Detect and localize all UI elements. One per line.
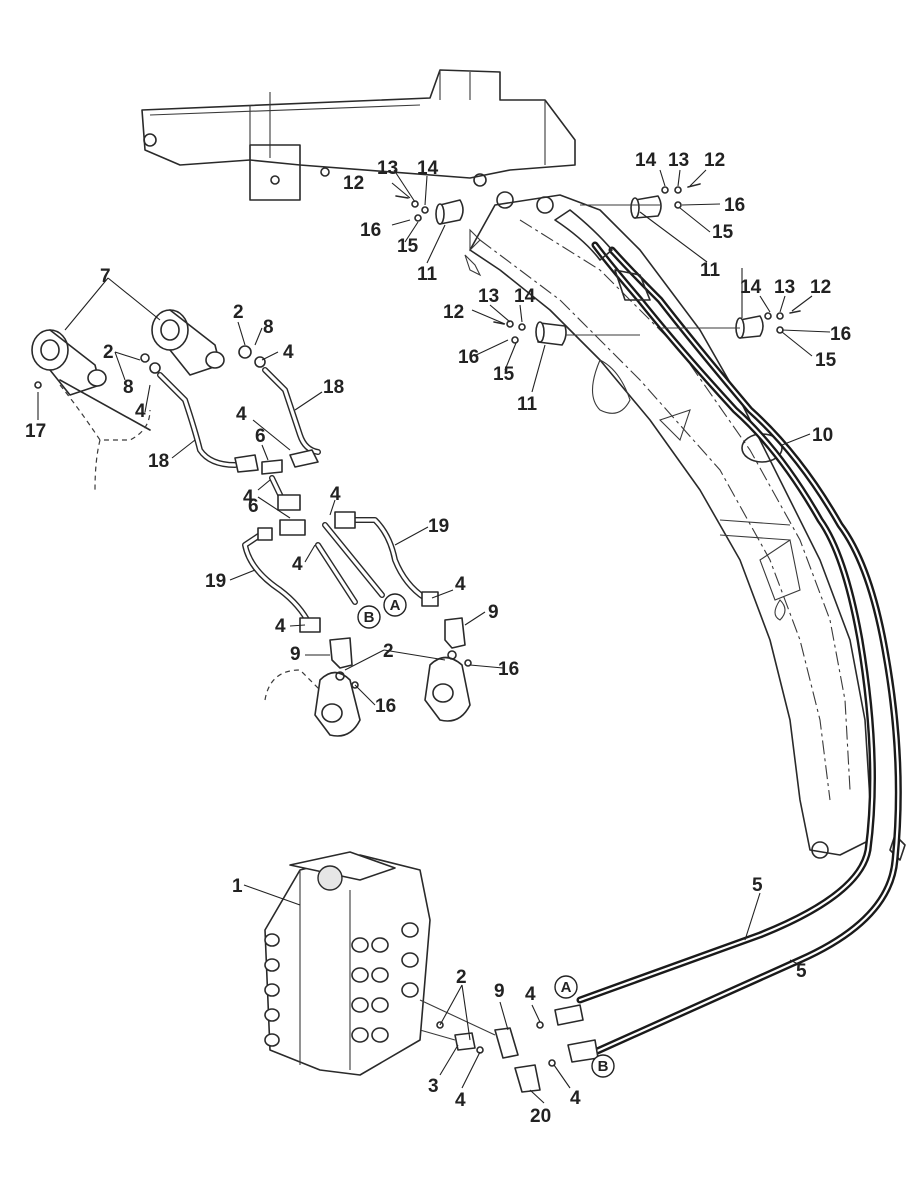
callout-16: 16 [375,696,396,717]
callout-8: 8 [123,377,134,398]
callout-13: 13 [774,277,795,298]
callout-6: 6 [248,496,259,517]
connector-b-bottom: B [598,1058,609,1075]
callout-16: 16 [360,220,381,241]
main-hoses [554,209,902,1056]
callout-3: 3 [428,1076,439,1097]
callout-4: 4 [236,404,247,425]
callout-18: 18 [148,451,169,472]
leader-lines [37,169,831,1104]
callout-12: 12 [704,150,725,171]
callout-16: 16 [724,195,745,216]
callout-14: 14 [514,286,536,307]
callout-20: 20 [530,1106,551,1127]
callout-19: 19 [205,571,226,592]
callout-6: 6 [255,426,266,447]
boom-structure [141,69,906,861]
callout-13: 13 [478,286,499,307]
connector-a-bottom: A [561,979,572,996]
callout-7: 7 [100,266,111,287]
callout-5: 5 [752,875,763,896]
callout-11: 11 [700,260,721,281]
callout-13: 13 [668,150,689,171]
callout-15: 15 [397,236,419,257]
callout-11: 11 [517,394,538,415]
control-valve [264,851,599,1093]
callout-2: 2 [456,967,467,988]
callout-2: 2 [103,342,114,363]
callout-4: 4 [570,1088,581,1109]
callout-2: 2 [383,641,394,662]
pin-fitting-groups [395,183,801,346]
callout-12: 12 [810,277,831,298]
callout-5: 5 [796,961,807,982]
connector-labels: B A A B [357,593,615,1078]
callout-numbers: 7 2 8 4 2 8 4 18 17 4 6 18 4 4 6 19 4 19… [25,150,851,1127]
callout-12: 12 [343,173,364,194]
callout-14: 14 [740,277,762,298]
callout-17: 17 [25,421,46,442]
callout-9: 9 [494,981,505,1002]
callout-16: 16 [498,659,519,680]
callout-1: 1 [232,876,243,897]
callout-4: 4 [292,554,303,575]
callout-12: 12 [443,302,464,323]
callout-15: 15 [815,350,837,371]
boom-cylinders [31,309,472,737]
callout-8: 8 [263,317,274,338]
callout-16: 16 [458,347,479,368]
callout-4: 4 [455,1090,466,1111]
callout-2: 2 [233,302,244,323]
callout-19: 19 [428,516,449,537]
callout-11: 11 [417,264,438,285]
callout-4: 4 [330,484,341,505]
callout-14: 14 [635,150,657,171]
callout-4: 4 [525,984,536,1005]
connector-a-top: A [390,597,401,614]
callout-13: 13 [377,158,398,179]
callout-4: 4 [455,574,466,595]
callout-10: 10 [812,425,833,446]
callout-14: 14 [417,158,439,179]
callout-4: 4 [275,616,286,637]
callout-15: 15 [493,364,515,385]
callout-18: 18 [323,377,344,398]
callout-9: 9 [290,644,301,665]
callout-9: 9 [488,602,499,623]
callout-4: 4 [135,401,146,422]
connector-b-top: B [364,609,375,626]
callout-4: 4 [283,342,294,363]
callout-16: 16 [830,324,851,345]
callout-15: 15 [712,222,734,243]
valve-spools [264,922,419,1047]
callout-4: 4 [243,487,254,508]
